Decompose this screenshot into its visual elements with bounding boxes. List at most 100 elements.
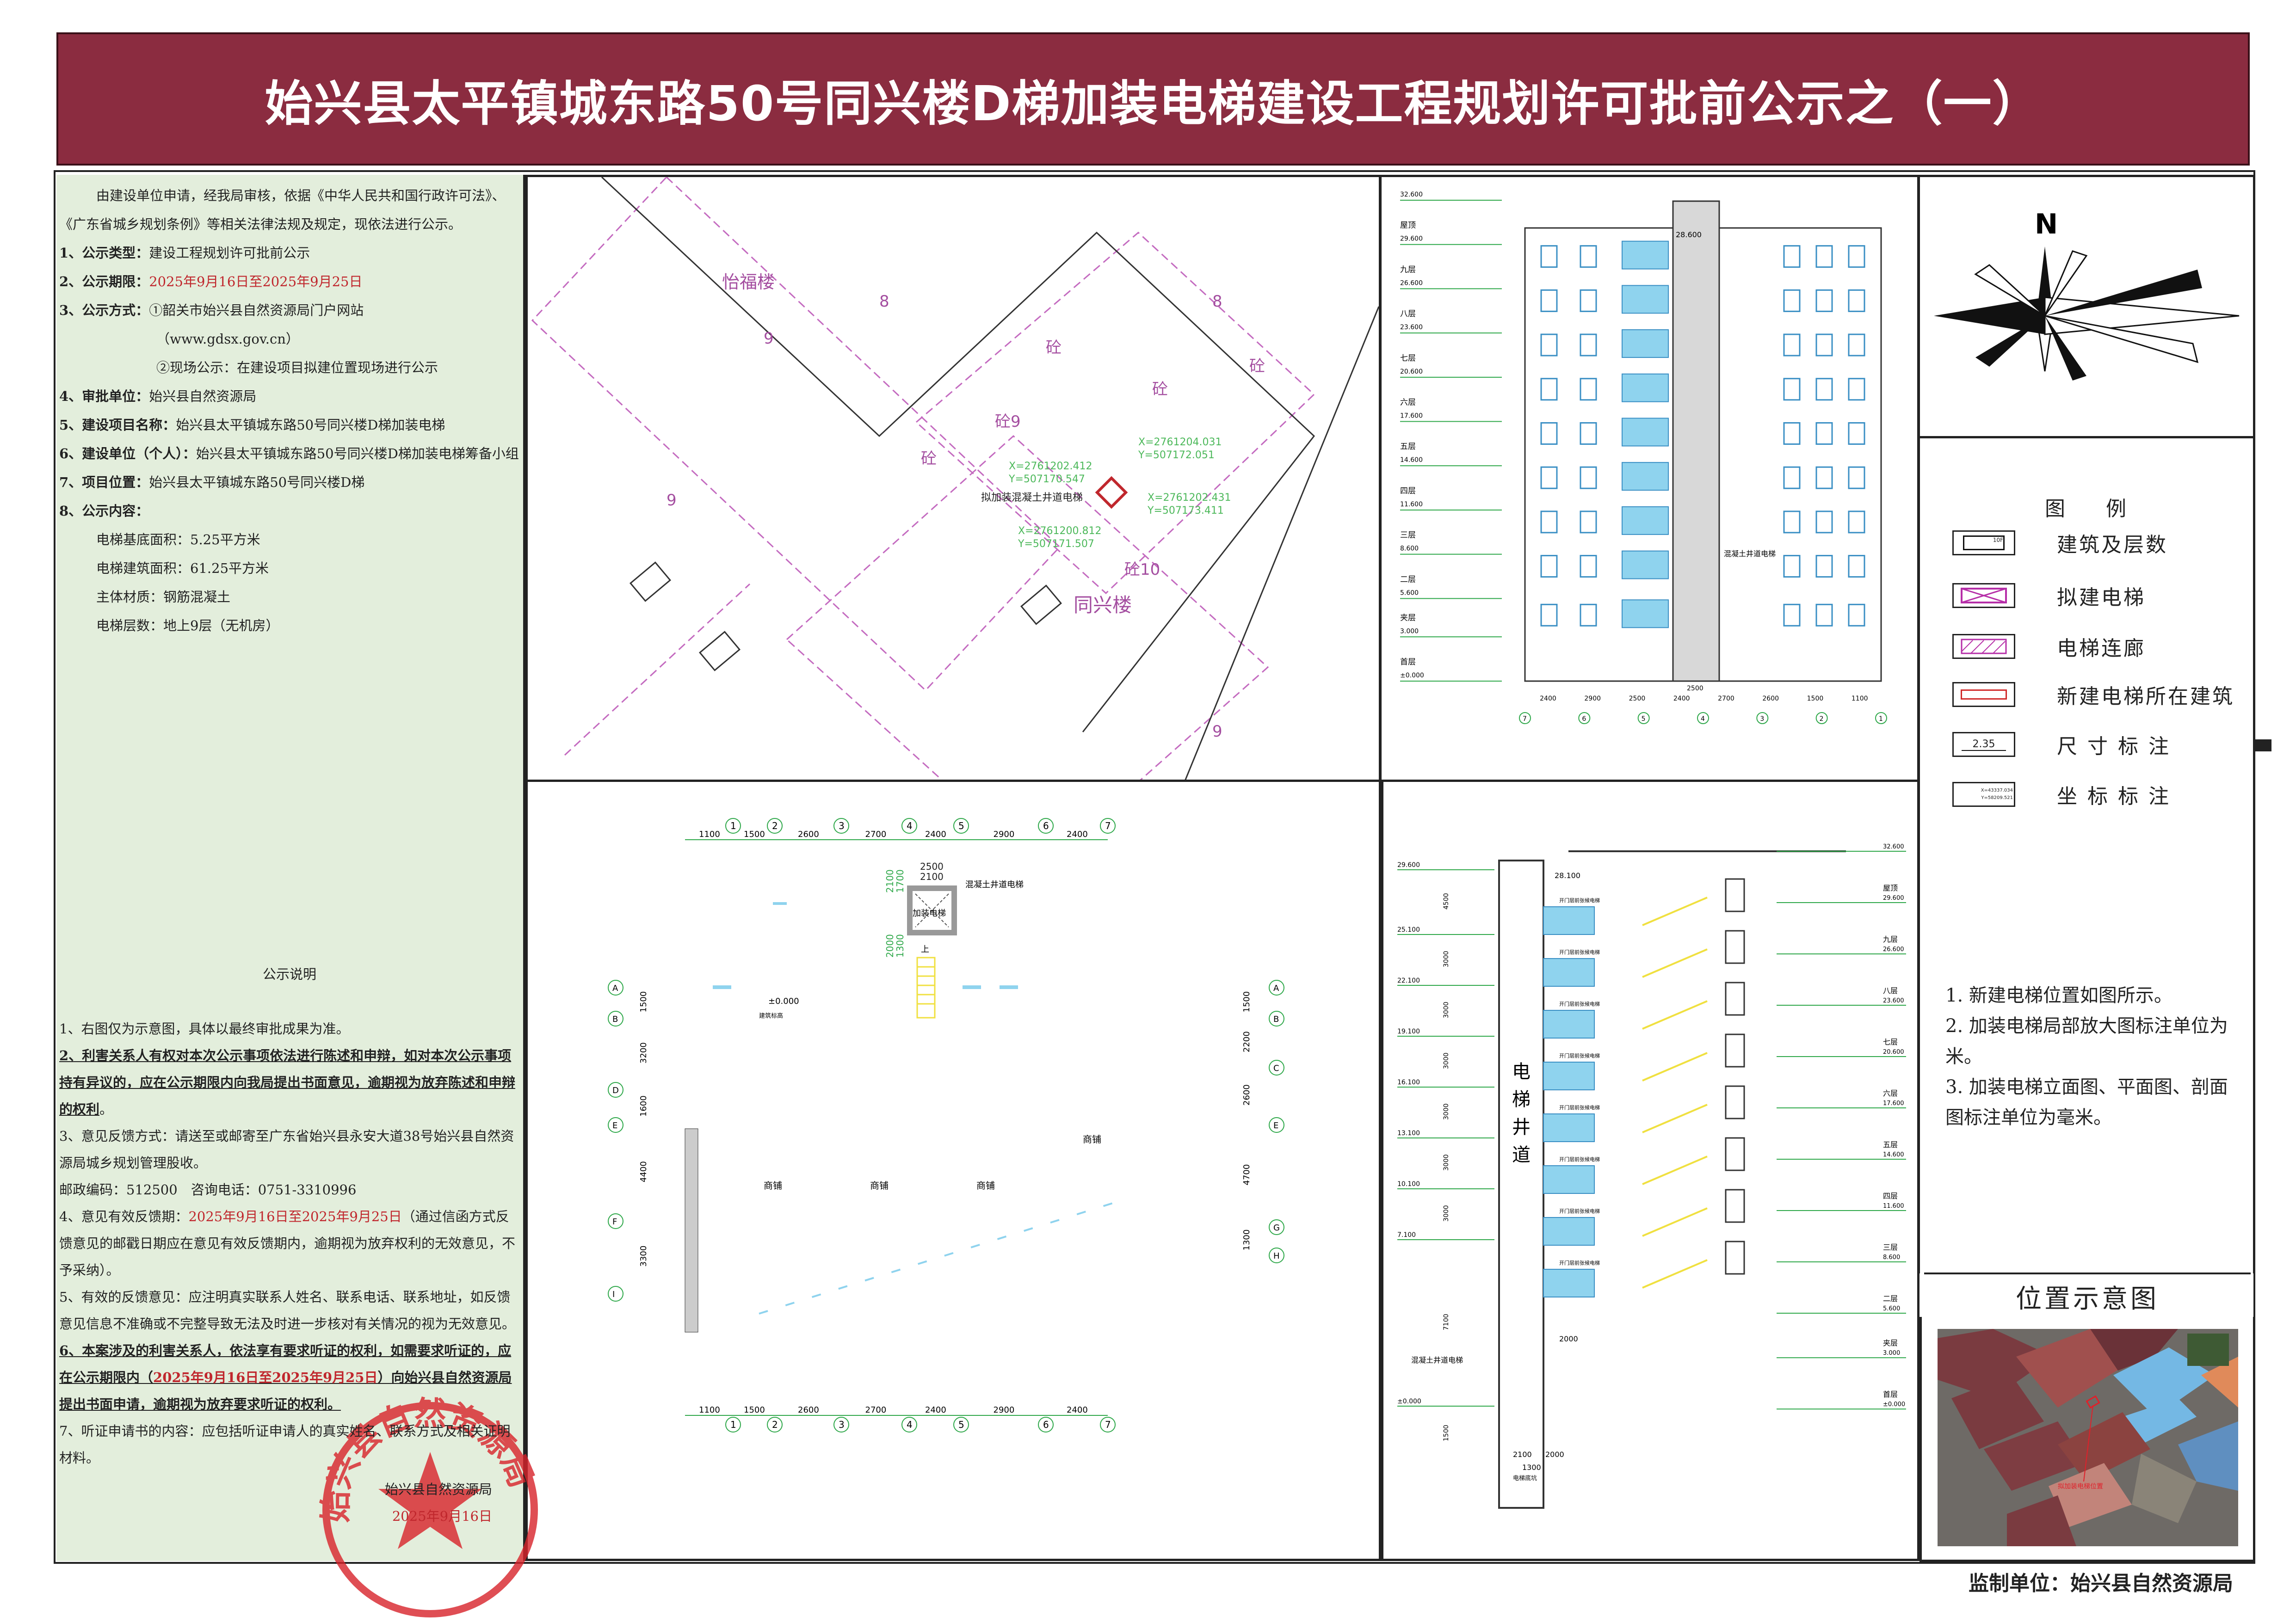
item-method: 3、公示方式：①韶关市始兴县自然资源局门户网站 — [59, 296, 520, 325]
level-elevation: 5.600 — [1883, 1305, 1900, 1312]
dimension-sample: 2.35 — [1972, 738, 1995, 750]
window — [1540, 245, 1558, 268]
item-value: 始兴县自然资源局 — [149, 388, 257, 404]
axis-label: A — [612, 984, 618, 993]
window — [1580, 510, 1597, 534]
axis-label: 2 — [772, 820, 778, 831]
page-title: 始兴县太平镇城东路50号同兴楼D梯加装电梯建设工程规划许可批前公示之（一） — [265, 75, 2042, 132]
aerial-photo: 拟加装电梯位置 — [1938, 1329, 2238, 1546]
level-name: 五层 — [1883, 1140, 1898, 1149]
window — [1540, 603, 1558, 627]
window — [1848, 510, 1865, 534]
level-name: 二层 — [1883, 1294, 1898, 1303]
section-floors: 开门层前张候电梯开门层前张候电梯开门层前张候电梯开门层前张候电梯开门层前张候电梯… — [1543, 850, 1846, 1297]
level-name: 夹层 — [1400, 613, 1416, 622]
level-name: 三层 — [1400, 531, 1416, 540]
dim-label: 2900 — [994, 1405, 1015, 1415]
dim-label: 3200 — [639, 1042, 648, 1064]
axis-bubble — [1269, 1248, 1284, 1263]
window — [1540, 422, 1558, 445]
axis-bubble — [1578, 712, 1591, 724]
level-name: 九层 — [1400, 265, 1416, 274]
axis-label: 5 — [958, 1419, 964, 1430]
building-label: 怡福楼 — [722, 272, 775, 292]
drawing-notes: 1. 新建电梯位置如图所示。 2. 加装电梯局部放大图标注单位为米。 3. 加装… — [1945, 980, 2241, 1133]
dim-label: 2100 — [1513, 1450, 1532, 1459]
dim-label: 2400 — [1673, 695, 1690, 702]
level-name: 九层 — [1883, 935, 1898, 944]
axis-label: D — [612, 1086, 619, 1095]
explanation-4: 4、意见有效反馈期：2025年9月16日至2025年9月25日（通过信函方式反馈… — [59, 1203, 520, 1284]
axis-label: G — [1273, 1223, 1280, 1233]
floor-number: 9 — [1212, 722, 1222, 741]
axis-bubble — [953, 818, 969, 834]
material-label: 砼 — [1249, 357, 1265, 375]
axis-bubble — [608, 1117, 623, 1133]
p4-text: （通过信函方式反馈意见的邮戳日期应在意见有效反馈期内，逾期视为放弃权利的无效意见… — [59, 1209, 516, 1278]
landing-label: 开门层前张候电梯 — [1559, 897, 1600, 904]
level-label: ±0.000 — [768, 996, 799, 1006]
axis-bubble — [608, 1011, 623, 1027]
item-content: 8、公示内容： — [59, 497, 520, 525]
explanation-6: 6、本案涉及的利害关系人，依法享有要求听证的权利，如需要求听证的，应在公示期限内… — [59, 1337, 520, 1418]
axis-label: 5 — [1642, 715, 1646, 723]
site-lines — [531, 176, 1315, 783]
legend-label: 新建电梯所在建筑 — [2057, 685, 2234, 708]
level-elevation: 23.600 — [1883, 997, 1904, 1004]
window — [1783, 466, 1801, 489]
window-section — [1725, 1085, 1745, 1119]
axis-bubble — [1637, 712, 1650, 724]
axis-label: 3 — [1760, 715, 1764, 723]
level-elevation: 8.600 — [1883, 1254, 1900, 1261]
road-lines — [601, 176, 1380, 782]
content-material: 主体材质：钢筋混凝土 — [96, 589, 231, 605]
explanation-2: 2、利害关系人有权对本次公示事项依法进行陈述和申辩，如对本次公示事项持有异议的，… — [59, 1042, 520, 1123]
shaft-char: 道 — [1512, 1144, 1531, 1166]
dim-label: 2200 — [1242, 1031, 1252, 1052]
elevator-label: 加装电梯 — [913, 909, 946, 918]
stair — [916, 957, 936, 1019]
window — [1580, 466, 1597, 489]
dim-label: 3000 — [1443, 1052, 1450, 1069]
axis-label: A — [1273, 984, 1279, 993]
north-panel: N — [1918, 175, 2255, 438]
window-section — [1725, 930, 1745, 964]
supervisor-credit: 监制单位：始兴县自然资源局 — [1969, 1572, 2233, 1595]
balcony — [1622, 506, 1669, 535]
axis-bubble — [1100, 1417, 1116, 1432]
dim-label: 2500 — [920, 861, 944, 872]
coord-x: X=2761202.412 — [1009, 461, 1092, 472]
building-label: 同兴楼 — [1074, 594, 1132, 616]
shaft-vertical-label: 电 梯 井 道 — [1512, 1061, 1531, 1166]
shaft-label: 混凝土井道电梯 — [1724, 549, 1776, 558]
balcony — [1622, 462, 1669, 491]
coord-y: Y=507171.507 — [1018, 538, 1094, 550]
window — [1815, 466, 1833, 489]
coord-sample-x: X=43337.034 — [1981, 788, 2013, 793]
axis-label: 4 — [907, 820, 913, 831]
dim-label: 2600 — [1762, 695, 1779, 702]
axis-bubble — [1815, 712, 1828, 724]
explanation-heading: 公示说明 — [262, 966, 316, 982]
window — [1783, 603, 1801, 627]
legend-panel: 图 例 10F 建筑及层数 拟建电梯 电梯连廊 新建电梯所在建筑 2.35 尺 … — [1918, 436, 2271, 1273]
window — [1815, 555, 1833, 578]
edge-tab — [2253, 739, 2271, 751]
proposed-elevator-icon — [1952, 583, 2015, 608]
axis-label: 6 — [1043, 820, 1049, 831]
level-elevation: 11.600 — [1400, 501, 1423, 508]
level-elevation: 32.600 — [1400, 191, 1423, 198]
level-name: 屋顶 — [1400, 221, 1416, 230]
item-label: 8、公示内容： — [59, 503, 149, 519]
elevator-label: 拟加装混凝土井道电梯 — [981, 492, 1083, 504]
item-label: 6、建设单位（个人）： — [59, 446, 196, 461]
shop-label: 商铺 — [1083, 1134, 1101, 1145]
window — [1783, 333, 1801, 357]
window — [1848, 245, 1865, 268]
axis-label: 1 — [1879, 715, 1883, 723]
section-drawing: 29.600450025.100300022.100300019.1003000… — [1397, 843, 1906, 1509]
level-name: 二层 — [1400, 575, 1416, 584]
stair-flight — [1642, 1259, 1708, 1289]
dim-label: 2500 — [1629, 695, 1646, 702]
